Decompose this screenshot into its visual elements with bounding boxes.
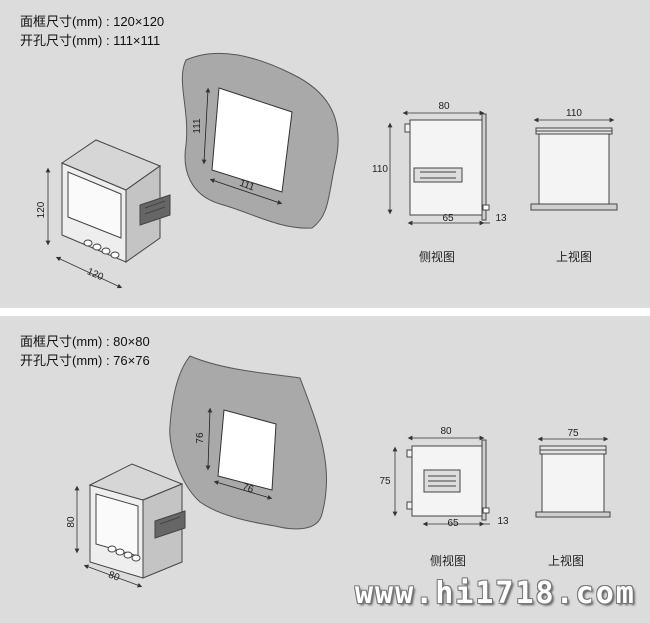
cutout-plate bbox=[181, 52, 339, 229]
side-height-label: 110 bbox=[372, 164, 388, 175]
side-body-label: 65 bbox=[442, 213, 454, 224]
top-width-label: 75 bbox=[567, 428, 579, 439]
cutout-size-value: : 76×76 bbox=[105, 353, 150, 368]
meter-isometric bbox=[60, 139, 171, 263]
meter-height-label: 120 bbox=[36, 201, 47, 218]
top-view-caption: 上视图 bbox=[548, 553, 584, 568]
side-view bbox=[404, 113, 490, 221]
cutout-dimensions bbox=[201, 87, 283, 205]
cutout-width-label: 76 bbox=[241, 482, 255, 496]
meter-width-label: 120 bbox=[85, 266, 105, 283]
meter-width-label: 80 bbox=[107, 570, 122, 584]
meter-dimensions bbox=[45, 167, 123, 289]
top-view bbox=[535, 445, 611, 518]
site-watermark: www.hi1718.com bbox=[355, 576, 636, 611]
side-flange-label: 13 bbox=[495, 213, 507, 224]
drawing-120: 120 120 111 111 bbox=[36, 52, 618, 289]
side-body-label: 65 bbox=[447, 518, 459, 529]
drawing-80: 80 80 76 76 bbox=[66, 355, 611, 588]
spec-frame-row: 面框尺寸(mm) : 80×80 bbox=[20, 332, 150, 351]
panel-80: 面框尺寸(mm) : 80×80 开孔尺寸(mm) : 76×76 bbox=[0, 316, 650, 623]
frame-size-value: : 80×80 bbox=[105, 334, 150, 349]
cutout-height-label: 76 bbox=[195, 432, 206, 444]
meter-dimensions bbox=[74, 485, 143, 588]
frame-size-label: 面框尺寸(mm) bbox=[20, 14, 103, 29]
cutout-plate bbox=[169, 355, 328, 530]
cutout-size-value: : 111×111 bbox=[105, 33, 161, 48]
frame-size-label: 面框尺寸(mm) bbox=[20, 334, 103, 349]
cutout-size-label: 开孔尺寸(mm) bbox=[20, 33, 103, 48]
meter-height-label: 80 bbox=[66, 516, 77, 528]
panel-120: 面框尺寸(mm) : 120×120 开孔尺寸(mm) : 111×111 bbox=[0, 0, 650, 308]
spec-frame-row: 面框尺寸(mm) : 120×120 bbox=[20, 12, 164, 31]
side-view-dimensions bbox=[387, 110, 490, 226]
top-width-label: 110 bbox=[566, 108, 582, 119]
spec-hole-row: 开孔尺寸(mm) : 76×76 bbox=[20, 351, 150, 370]
side-view-caption: 侧视图 bbox=[430, 553, 466, 568]
top-view-caption: 上视图 bbox=[556, 249, 592, 264]
frame-size-value: : 120×120 bbox=[105, 14, 165, 29]
side-view-caption: 侧视图 bbox=[419, 249, 455, 264]
spec-block: 面框尺寸(mm) : 120×120 开孔尺寸(mm) : 111×111 bbox=[20, 12, 164, 50]
side-depth-label: 80 bbox=[440, 426, 452, 437]
cutout-size-label: 开孔尺寸(mm) bbox=[20, 353, 103, 368]
side-depth-label: 80 bbox=[438, 101, 450, 112]
meter-isometric bbox=[88, 463, 186, 579]
side-view bbox=[406, 439, 490, 521]
top-view bbox=[530, 127, 618, 211]
spec-block: 面框尺寸(mm) : 80×80 开孔尺寸(mm) : 76×76 bbox=[20, 332, 150, 370]
cutout-height-label: 111 bbox=[192, 118, 203, 134]
side-flange-label: 13 bbox=[497, 516, 509, 527]
cutout-width-label: 111 bbox=[238, 178, 256, 194]
spec-hole-row: 开孔尺寸(mm) : 111×111 bbox=[20, 31, 164, 50]
side-view-dimensions bbox=[392, 435, 490, 527]
cutout-dimensions bbox=[205, 407, 273, 500]
side-height-label: 75 bbox=[379, 476, 391, 487]
